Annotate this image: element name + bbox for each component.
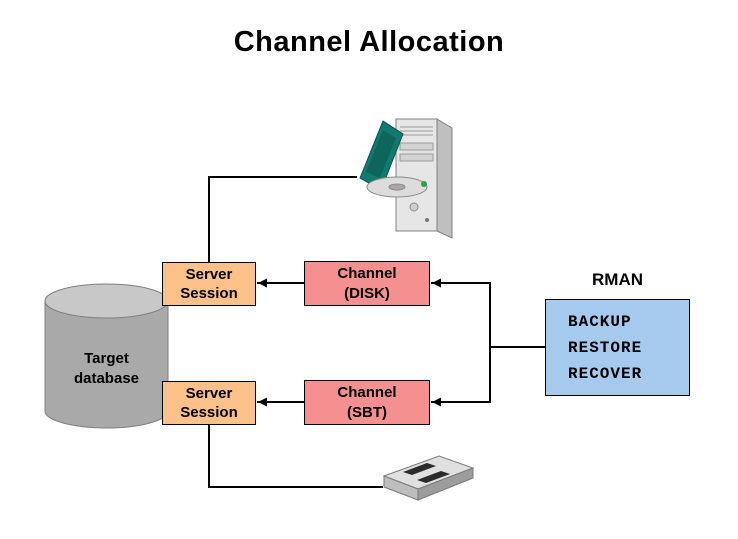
channel-sbt-box: Channel (SBT) [304,380,430,425]
server-session-top-label-line1: Server [185,265,233,283]
server-session-top-box: Server Session [162,262,256,306]
rman-label: RMAN [592,270,643,289]
target-database-label-line1: Target [84,350,129,367]
rman-command-backup: BACKUP [568,312,632,331]
server-tower-icon [359,118,453,239]
server-session-bottom-box: Server Session [162,381,256,425]
rman-command-recover: RECOVER [568,364,643,383]
channel-sbt-label-line1: Channel [337,384,397,401]
channel-disk-label-line1: Channel [337,265,397,282]
connector-session-to-server [208,176,357,263]
tape-drive-icon [382,455,475,501]
channel-sbt-label-line2: (SBT) [347,403,387,421]
server-session-top-label-line2: Session [180,285,238,302]
diagram-title: Channel Allocation [233,26,505,58]
connector-session-to-tape [208,424,383,488]
rman-commands-box: BACKUP RESTORE RECOVER [545,299,690,396]
target-database-label-line2: database [73,370,140,388]
connector-lines [208,176,546,488]
server-session-bottom-label-line2: Session [180,404,238,421]
channel-disk-box: Channel (DISK) [304,261,430,306]
server-session-bottom-label-line1: Server [185,384,233,402]
target-database-label: Target database [44,349,169,390]
rman-command-restore: RESTORE [568,338,643,357]
channel-disk-label-line2: (DISK) [344,284,390,302]
